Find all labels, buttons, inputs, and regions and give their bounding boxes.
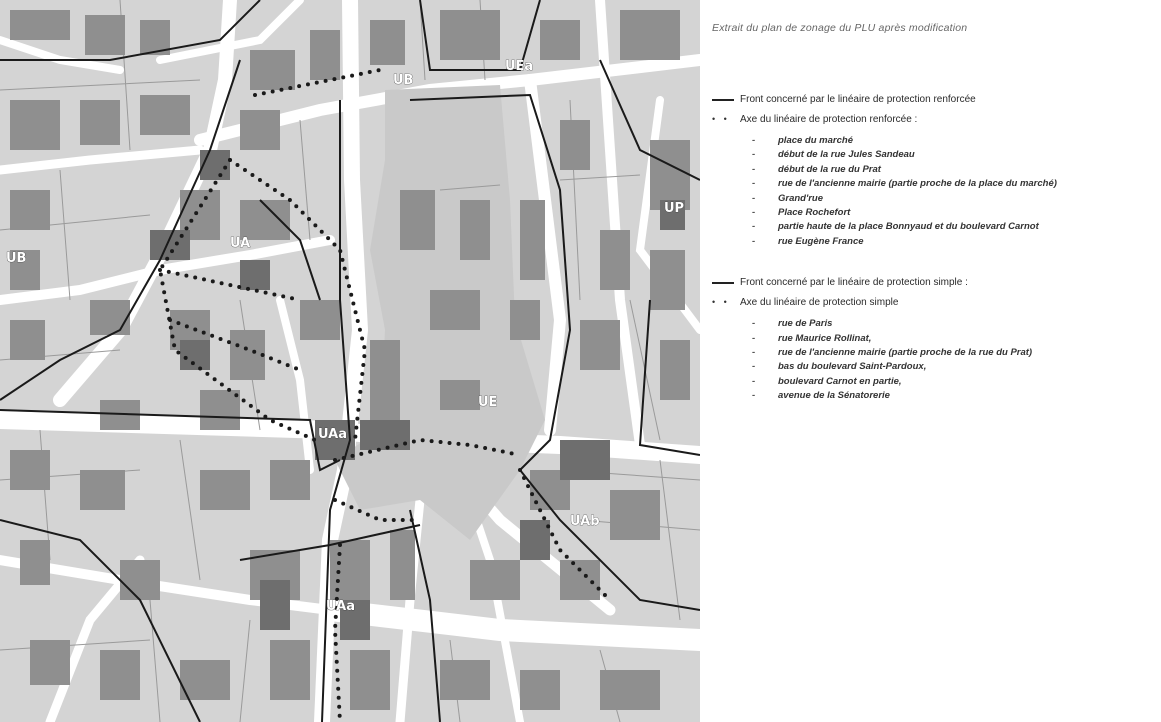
- street-list-simple: - rue de Paris - rue Maurice Rollinat, - rue …: [752, 317, 1152, 403]
- zone-label-ub-left: UB: [6, 251, 26, 266]
- list-dash: -: [752, 149, 756, 161]
- street-list-item: - Grand'rue: [752, 192, 1152, 206]
- list-dash: -: [752, 347, 756, 359]
- legend-axe-simple: • • Axe du linéaire de protection simple: [712, 297, 1152, 308]
- zone-label-up: UP: [664, 201, 684, 216]
- dotted-line-symbol: • •: [712, 114, 730, 124]
- street-name: boulevard Carnot en partie,: [778, 375, 902, 387]
- street-list-item: - bas du boulevard Saint-Pardoux,: [752, 360, 1152, 374]
- zone-labels: UB UEa UP UB UA UE UAa UAb UAa: [6, 59, 685, 615]
- street-name: rue de l'ancienne mairie (partie proche …: [778, 178, 1057, 190]
- zone-label-uaa-bottom: UAa: [326, 599, 355, 614]
- list-dash: -: [752, 332, 756, 344]
- street-list-item: - rue Maurice Rollinat,: [752, 332, 1152, 346]
- list-dash: -: [752, 163, 756, 175]
- list-dash: -: [752, 178, 756, 190]
- street-name: début de la rue Jules Sandeau: [778, 149, 915, 161]
- legend-axe-renforcee: • • Axe du linéaire de protection renfor…: [712, 114, 1152, 125]
- street-list-item: - rue de Paris: [752, 317, 1152, 331]
- zone-label-ub-top: UB: [393, 73, 413, 88]
- solid-line-symbol: [712, 98, 734, 101]
- street-name: avenue de la Sénatorerie: [778, 390, 890, 402]
- legend-group-simple: Front concerné par le linéaire de protec…: [712, 277, 1152, 403]
- zone-label-ua: UA: [230, 236, 250, 251]
- street-name: Grand'rue: [778, 192, 824, 204]
- protection-axis-renforcee: [157, 68, 612, 722]
- street-list-item: - rue Eugène France: [752, 235, 1152, 249]
- legend-front-renforcee: Front concerné par le linéaire de protec…: [712, 94, 1152, 105]
- street-name: partie haute de la place Bonnyaud et du …: [778, 221, 1039, 233]
- street-list-item: - rue de l'ancienne mairie (partie proche…: [752, 177, 1152, 191]
- map-legend: Extrait du plan de zonage du PLU après m…: [712, 22, 1152, 404]
- street-name: bas du boulevard Saint-Pardoux,: [778, 361, 927, 373]
- legend-front-simple: Front concerné par le linéaire de protec…: [712, 277, 1152, 288]
- zone-boundaries: [0, 0, 700, 722]
- list-dash: -: [752, 135, 756, 146]
- street-list-item: - Place Rochefort: [752, 206, 1152, 220]
- list-dash: -: [752, 221, 756, 233]
- legend-axe-renforcee-label: Axe du linéaire de protection renforcée …: [740, 114, 918, 125]
- legend-front-simple-label: Front concerné par le linéaire de protec…: [740, 277, 968, 289]
- street-list-item: - début de la rue Jules Sandeau: [752, 148, 1152, 162]
- list-dash: -: [752, 207, 756, 219]
- zone-label-uab: UAb: [570, 514, 600, 529]
- legend-front-renforcee-label: Front concerné par le linéaire de protec…: [740, 94, 976, 105]
- street-name: Place Rochefort: [778, 207, 851, 219]
- list-dash: -: [752, 192, 756, 204]
- street-list-item: - avenue de la Sénatorerie: [752, 389, 1152, 403]
- street-name: début de la rue du Prat: [778, 163, 881, 175]
- buildings: [10, 10, 690, 710]
- street-list-item: - partie haute de la place Bonnyaud et du…: [752, 220, 1152, 234]
- zone-label-uaa-center: UAa: [318, 427, 347, 442]
- solid-line-symbol: [712, 281, 734, 284]
- zone-label-uea: UEa: [505, 59, 533, 74]
- list-dash: -: [752, 318, 756, 330]
- street-name: place du marché: [778, 135, 853, 146]
- zone-label-ue: UE: [478, 395, 497, 410]
- street-list-item: - place du marché: [752, 134, 1152, 148]
- street-list-renforcee: - place du marché - début de la rue Jules S…: [752, 134, 1152, 249]
- list-dash: -: [752, 390, 756, 402]
- street-name: rue de l'ancienne mairie (partie proche …: [778, 347, 1033, 359]
- street-name: rue de Paris: [778, 318, 833, 330]
- street-name: rue Maurice Rollinat,: [778, 332, 872, 344]
- zoning-map: UB UEa UP UB UA UE UAa UAb UAa: [0, 0, 700, 722]
- legend-title: Extrait du plan de zonage du PLU après m…: [712, 22, 968, 34]
- list-dash: -: [752, 361, 756, 373]
- street-list-item: - boulevard Carnot en partie,: [752, 375, 1152, 389]
- list-dash: -: [752, 235, 756, 247]
- street-name: rue Eugène France: [778, 235, 864, 247]
- zoning-map-svg: UB UEa UP UB UA UE UAa UAb UAa: [0, 0, 700, 722]
- street-list-item: - début de la rue du Prat: [752, 163, 1152, 177]
- legend-axe-simple-label: Axe du linéaire de protection simple: [740, 297, 899, 309]
- dotted-line-symbol: • •: [712, 297, 730, 308]
- street-list-item: - rue de l'ancienne mairie (partie proche…: [752, 346, 1152, 360]
- list-dash: -: [752, 375, 756, 387]
